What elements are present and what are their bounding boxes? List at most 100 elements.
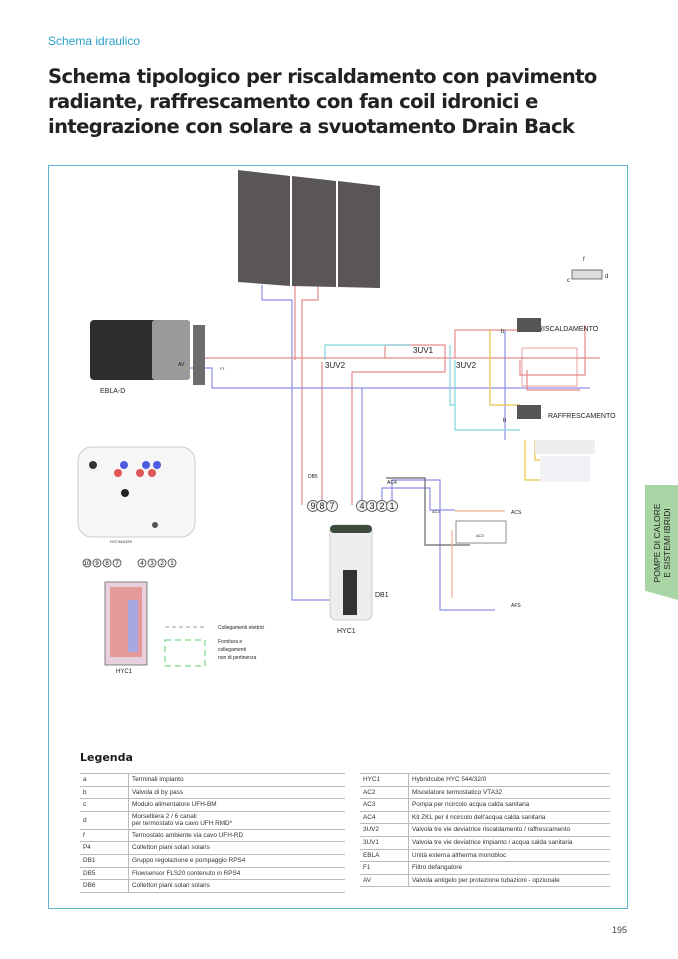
legend-key: a bbox=[80, 773, 129, 787]
label-hyc1-small: HYC1 bbox=[116, 669, 133, 675]
section-label: Schema idraulico bbox=[48, 34, 141, 48]
solar-collectors bbox=[238, 170, 380, 288]
label-av: AV bbox=[178, 362, 185, 368]
label-3uv2-a: 3UV2 bbox=[325, 361, 346, 370]
key-not-included-2: collegamenti bbox=[218, 647, 246, 653]
port-number: 1 bbox=[389, 501, 394, 511]
port-circle bbox=[137, 558, 147, 568]
legend-desc: Hybridcube HYC 544/32/0 bbox=[408, 773, 610, 787]
label-b2: b bbox=[503, 418, 507, 424]
port-circle bbox=[386, 500, 398, 512]
manifold-cooling bbox=[517, 405, 541, 419]
legend-desc-text: Flowsensor FLS20 contenuto in RPS4 bbox=[132, 869, 241, 877]
label-c: c bbox=[567, 278, 570, 284]
label-ac4: AC4 bbox=[387, 480, 397, 486]
legend-key: HYC1 bbox=[360, 773, 409, 787]
legend-desc-text: Valvola tre vie deviatrice riscaldamento… bbox=[412, 826, 571, 834]
label-raffrescamento: RAFFRESCAMENTO bbox=[548, 413, 616, 420]
port-number: 3 bbox=[150, 561, 154, 567]
legend-desc-text: Modulo alimentatore UFH-BM bbox=[132, 801, 217, 809]
page-number: 195 bbox=[612, 925, 628, 935]
page-title: Schema tipologico per riscaldamento con … bbox=[48, 65, 597, 138]
legend-desc-text-2: per termostato via cavo UFH RMD* bbox=[132, 820, 233, 828]
legend-desc: Valvola tre vie deviatrice impianto / ac… bbox=[408, 835, 610, 850]
port-circle bbox=[147, 558, 157, 568]
label-controller: HYC 544/32/0 bbox=[110, 540, 132, 544]
diagram-frame bbox=[48, 165, 628, 909]
label-f1: F1 bbox=[220, 366, 225, 371]
ufh-module bbox=[571, 269, 603, 280]
key-electrical: Collegamenti elettrici bbox=[218, 625, 264, 631]
manifold-heating bbox=[517, 318, 541, 332]
legend-key: P4 bbox=[80, 841, 129, 855]
label-db5: DB5 bbox=[308, 474, 318, 480]
port-number: 2 bbox=[160, 561, 164, 567]
port-circle bbox=[82, 558, 92, 568]
legend-key: DB5 bbox=[80, 866, 129, 880]
legend-desc-text: Morsettiera 2 / 6 canali bbox=[132, 812, 197, 820]
label-hyc1: HYC1 bbox=[337, 628, 356, 635]
legend-desc: Termostato ambiente via cavo UFH-RD bbox=[128, 828, 345, 842]
label-acs: ACS bbox=[511, 510, 522, 516]
key-not-included-1: Fornitura e bbox=[218, 639, 242, 645]
port-number: 4 bbox=[140, 561, 144, 567]
legend-desc-text: Termostato ambiente via cavo UFH-RD bbox=[132, 831, 244, 839]
label-ac3: AC3 bbox=[476, 533, 485, 538]
port-number: 1 bbox=[170, 561, 174, 567]
legend-desc: Valvola di by pass bbox=[128, 785, 345, 799]
port-circle bbox=[112, 558, 122, 568]
port-number: 4 bbox=[359, 501, 364, 511]
legend-desc: Miscelatore termostatico VTA32 bbox=[408, 785, 610, 799]
port-number: 7 bbox=[329, 501, 334, 511]
legend-desc-text: Filtro defangatore bbox=[412, 864, 463, 872]
legend-key: b bbox=[80, 785, 129, 799]
legend-desc: Modulo alimentatore UFH-BM bbox=[128, 798, 345, 812]
legend-desc-text: Kit ZKL per il ricircolo dell'acqua cald… bbox=[412, 813, 546, 821]
not-included-key bbox=[164, 639, 206, 667]
legend-desc-text: Pompa per ricircolo acqua calda sanitari… bbox=[412, 801, 530, 809]
port-number: 3 bbox=[369, 501, 374, 511]
legend-key: d bbox=[80, 810, 129, 830]
legend-key: 3UV1 bbox=[360, 835, 409, 850]
legend-desc-text: Collettori piani solari solaris bbox=[132, 844, 210, 852]
label-3uv1: 3UV1 bbox=[413, 346, 434, 355]
label-afs: AFS bbox=[511, 603, 521, 609]
chapter-tab[interactable]: POMPE DI CALORE E SISTEMI IBRIDI bbox=[645, 485, 678, 600]
legend-desc-text: Unità esterna altherma monobloc bbox=[412, 851, 507, 859]
label-ac2: AC2 bbox=[432, 509, 441, 514]
legend-key: F1 bbox=[360, 861, 409, 875]
label-riscaldamento: RISCALDAMENTO bbox=[538, 326, 599, 333]
legend-desc-text: Valvola antigelo per protezione tubazion… bbox=[412, 876, 560, 884]
legend-title: Legenda bbox=[80, 751, 133, 764]
port-number: 9 bbox=[310, 501, 315, 511]
legend-desc: Collettori piani solari solaris bbox=[128, 841, 345, 855]
label-d: d bbox=[605, 274, 608, 280]
legend-key: f bbox=[80, 828, 129, 842]
port-number: 8 bbox=[319, 501, 324, 511]
legend-desc: Pompa per ricircolo acqua calda sanitari… bbox=[408, 798, 610, 812]
legend-desc: Unità esterna altherma monobloc bbox=[408, 848, 610, 862]
legend-key: EBLA bbox=[360, 848, 409, 862]
legend-key: AV bbox=[360, 873, 409, 888]
port-number: 7 bbox=[115, 561, 119, 567]
legend-desc-text: Valvola di by pass bbox=[132, 788, 184, 796]
antifreeze-grille bbox=[193, 325, 205, 385]
